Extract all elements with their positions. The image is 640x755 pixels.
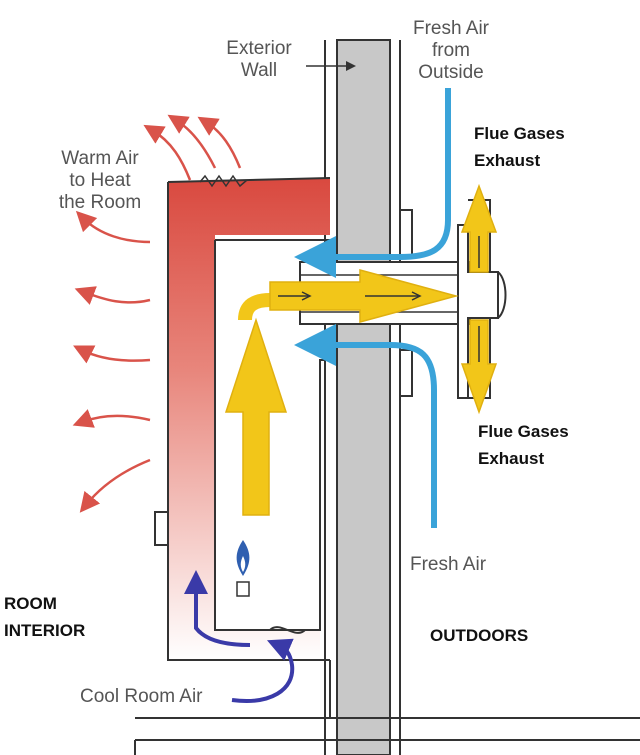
flue-gas-down-arrow bbox=[460, 319, 498, 415]
warm-air-arrow bbox=[143, 124, 192, 181]
fresh-air-arrows bbox=[294, 88, 451, 528]
warm-air-label: Warm Air to Heat the Room bbox=[58, 148, 142, 213]
flue-gases-exhaust-bottom-label: Flue Gases Exhaust bbox=[478, 422, 569, 468]
outdoors-label: OUTDOORS bbox=[430, 626, 529, 645]
exterior-wall bbox=[324, 39, 401, 755]
warm-air-arrow bbox=[74, 286, 151, 305]
fresh-air-from-outside-label: Fresh Air from Outside bbox=[412, 18, 490, 83]
floor-lines bbox=[134, 660, 640, 755]
flame-icon bbox=[236, 540, 250, 597]
warm-air-arrow bbox=[197, 116, 242, 169]
fresh-air-bottom-arrow bbox=[294, 324, 437, 528]
cool-air-rise-arrow bbox=[184, 570, 251, 647]
flue-gases-exhaust-top-label: Flue Gases Exhaust bbox=[474, 124, 565, 170]
cool-air-arrows bbox=[184, 570, 295, 703]
flue-gas-up-arrow bbox=[460, 183, 498, 273]
warm-air-arrow bbox=[72, 409, 151, 428]
warm-air-arrow bbox=[75, 210, 151, 244]
cool-air-intake-arrow bbox=[231, 638, 295, 703]
room-interior-label: ROOM INTERIOR bbox=[4, 594, 86, 640]
warm-air-arrow bbox=[79, 458, 151, 513]
combustion-updraft-arrow bbox=[224, 317, 288, 516]
cool-room-air-label: Cool Room Air bbox=[80, 686, 203, 707]
exterior-wall-label: Exterior Wall bbox=[226, 38, 292, 81]
exterior-wall-pointer bbox=[306, 61, 356, 71]
fresh-air-label: Fresh Air bbox=[410, 554, 487, 575]
flue-gas-arrows bbox=[224, 183, 498, 516]
warm-air-arrow bbox=[167, 114, 217, 169]
fresh-air-top-arrow bbox=[294, 88, 451, 278]
flue-exhaust-arrow bbox=[269, 269, 459, 323]
warm-air-arrow bbox=[73, 345, 151, 364]
warm-air-arrows bbox=[72, 114, 242, 513]
